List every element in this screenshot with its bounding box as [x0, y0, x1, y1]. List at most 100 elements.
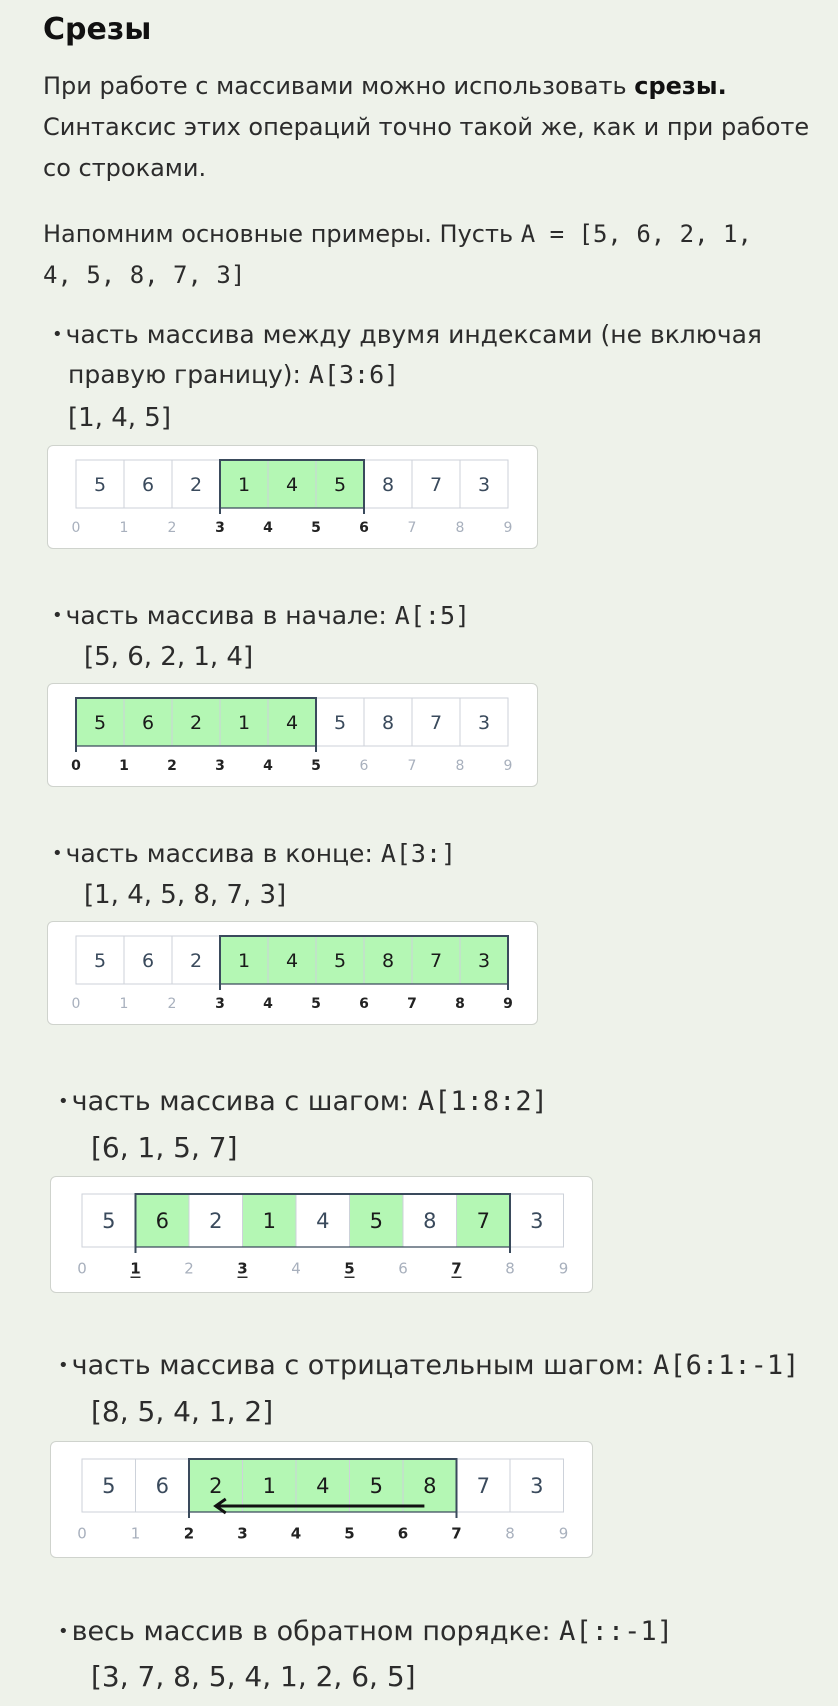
array-cell — [459, 697, 509, 747]
array-cell — [459, 935, 509, 985]
bullet-reverse: •весь массив в обратном порядке: A[::-1] — [58, 1616, 673, 1647]
index-label: 2 — [167, 758, 177, 774]
index-label: 3 — [215, 996, 225, 1012]
index-label: 1 — [131, 1524, 141, 1542]
index-label: 5 — [344, 1259, 354, 1277]
array-cell-value: 5 — [370, 1209, 383, 1233]
index-label: 6 — [398, 1259, 408, 1277]
array-cell-value: 5 — [94, 474, 106, 496]
array-cell-value: 1 — [263, 1209, 276, 1233]
array-cell-value: 1 — [238, 474, 250, 496]
array-cell-value: 4 — [316, 1474, 329, 1498]
array-cell-value: 6 — [142, 950, 154, 972]
index-label: 0 — [72, 520, 81, 536]
array-cell-value: 7 — [477, 1209, 490, 1233]
slice-result: [3, 7, 8, 5, 4, 1, 2, 6, 5] — [91, 1660, 416, 1693]
array-cell — [188, 1193, 243, 1248]
index-label: 1 — [119, 758, 129, 774]
array-cell-value: 5 — [334, 712, 346, 734]
array-cell-value: 2 — [190, 950, 202, 972]
index-label: 5 — [311, 520, 321, 536]
array-cell — [81, 1193, 136, 1248]
intro-text: При работе с массивами можно использоват… — [43, 72, 635, 100]
array-cell — [456, 1458, 511, 1513]
array-cell — [295, 1193, 350, 1248]
slice-bracket — [219, 459, 365, 514]
index-label: 0 — [77, 1259, 87, 1277]
index-label: 6 — [359, 520, 369, 536]
array-cell — [171, 697, 221, 747]
array-cell — [81, 1458, 136, 1513]
index-label: 0 — [71, 758, 81, 774]
array-cell-value: 4 — [286, 950, 298, 972]
example-code-1: A = [5, 6, 2, 1, — [520, 220, 752, 248]
array-cell-value: 2 — [209, 1474, 222, 1498]
array-cell-value: 1 — [238, 950, 250, 972]
array-cell-value: 1 — [238, 712, 250, 734]
array-cell — [171, 459, 221, 509]
array-cell — [123, 935, 173, 985]
slice-result: [1, 4, 5] — [68, 403, 171, 433]
intro-line-3: со строками. — [43, 154, 207, 182]
array-cell-value: 4 — [316, 1209, 329, 1233]
array-cell — [509, 1458, 564, 1513]
bullet-code: A[::-1] — [559, 1616, 673, 1647]
example-text: Напомним основные примеры. Пусть — [43, 220, 521, 248]
array-cell — [509, 1193, 564, 1248]
array-cell-value: 8 — [423, 1209, 436, 1233]
example-paragraph: Напомним основные примеры. Пусть A = [5,… — [43, 214, 752, 296]
index-label: 4 — [291, 1259, 301, 1277]
slice-bracket — [219, 935, 509, 990]
array-cell-value: 6 — [156, 1474, 169, 1498]
array-cell-value: 3 — [478, 712, 490, 734]
slice-bracket — [188, 1458, 458, 1518]
index-label: 4 — [263, 520, 273, 536]
slice-result: [6, 1, 5, 7] — [91, 1131, 238, 1164]
index-label: 6 — [359, 996, 369, 1012]
array-cell — [123, 459, 173, 509]
array-cell — [315, 697, 365, 747]
array-cell — [315, 935, 365, 985]
index-label: 1 — [120, 996, 129, 1012]
slice-bracket — [134, 1193, 511, 1253]
intro-bold-term: срезы. — [634, 72, 727, 100]
index-label: 7 — [408, 758, 417, 774]
array-cell-value: 5 — [102, 1209, 115, 1233]
index-label: 2 — [168, 520, 177, 536]
array-cell-value: 4 — [286, 712, 298, 734]
bullet-code: A[1:8:2] — [417, 1086, 548, 1117]
array-cell-value: 7 — [477, 1474, 490, 1498]
index-label: 1 — [130, 1259, 140, 1277]
index-label: 4 — [263, 758, 273, 774]
index-label: 9 — [504, 520, 513, 536]
index-label: 8 — [456, 520, 465, 536]
index-label: 3 — [215, 520, 225, 536]
bullet-label: весь массив в обратном порядке: — [71, 1616, 560, 1647]
index-label: 6 — [360, 758, 369, 774]
index-label: 6 — [398, 1524, 408, 1542]
array-cell — [75, 459, 125, 509]
array-cell-value: 6 — [156, 1209, 169, 1233]
array-cell-value: 6 — [142, 712, 154, 734]
array-cell — [363, 935, 413, 985]
bullet-code: A[3:6] — [308, 360, 400, 389]
index-label: 1 — [120, 520, 129, 536]
array-cell-value: 5 — [94, 712, 106, 734]
index-label: 4 — [291, 1524, 301, 1542]
array-cell — [242, 1458, 297, 1513]
index-label: 8 — [456, 758, 465, 774]
array-cell-value: 5 — [94, 950, 106, 972]
index-label: 2 — [184, 1259, 194, 1277]
bullet-label-2: правую границу): — [68, 360, 309, 389]
array-cell-value: 7 — [430, 712, 442, 734]
array-cell-value: 8 — [382, 474, 394, 496]
slice-result: [1, 4, 5, 8, 7, 3] — [84, 880, 287, 910]
bullet-label: часть массива с отрицательным шагом: — [71, 1350, 654, 1381]
bullet-label: часть массива с шагом: — [71, 1086, 418, 1117]
